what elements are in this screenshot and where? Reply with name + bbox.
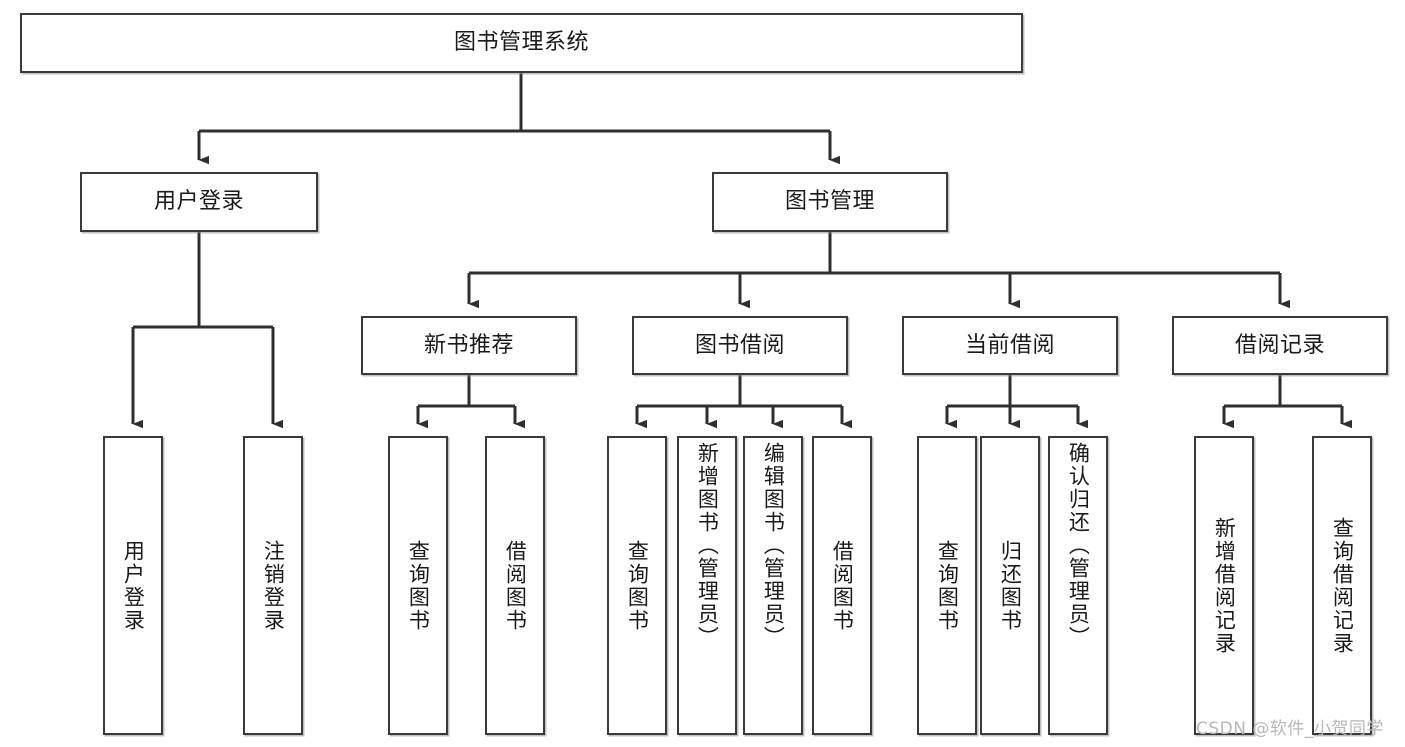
node-leaf-user-login[interactable]: 用户登录 bbox=[103, 436, 163, 735]
node-leaf-return-book-label: 归还图书 bbox=[998, 539, 1023, 632]
node-current-borrow[interactable]: 当前借阅 bbox=[902, 316, 1118, 375]
node-leaf-return-book[interactable]: 归还图书 bbox=[980, 436, 1040, 735]
node-leaf-query-book-rec[interactable]: 查询图书 bbox=[388, 436, 448, 735]
node-leaf-query-book-bb[interactable]: 查询图书 bbox=[607, 436, 667, 735]
node-leaf-add-record-label: 新增借阅记录 bbox=[1212, 516, 1237, 655]
node-borrow-record-label: 借阅记录 bbox=[1234, 332, 1325, 358]
node-borrow-record[interactable]: 借阅记录 bbox=[1172, 316, 1388, 375]
csdn-watermark: CSDN @软件_小贺同学 bbox=[1196, 719, 1384, 739]
node-leaf-add-book-label: 新增图书（管理员） bbox=[695, 442, 720, 649]
node-book-manage-label: 图书管理 bbox=[784, 189, 875, 215]
node-root[interactable]: 图书管理系统 bbox=[20, 13, 1023, 73]
node-leaf-confirm-return[interactable]: 确认归还（管理员） bbox=[1048, 436, 1108, 735]
node-leaf-borrow-book-bb-label: 借阅图书 bbox=[830, 539, 855, 632]
node-leaf-borrow-book-rec-label: 借阅图书 bbox=[503, 539, 528, 632]
edge-group-root bbox=[197, 73, 840, 165]
edge-group-book-borrow bbox=[635, 375, 852, 429]
node-leaf-user-login-label: 用户登录 bbox=[121, 539, 146, 632]
edge-group-user-login bbox=[131, 232, 283, 429]
node-user-login-label: 用户登录 bbox=[153, 189, 244, 215]
node-leaf-query-book-bb-label: 查询图书 bbox=[625, 539, 650, 632]
edge-group-borrow-record bbox=[1222, 375, 1352, 429]
node-leaf-logout[interactable]: 注销登录 bbox=[243, 436, 303, 735]
node-leaf-borrow-book-bb[interactable]: 借阅图书 bbox=[812, 436, 872, 735]
node-leaf-query-record[interactable]: 查询借阅记录 bbox=[1312, 436, 1372, 735]
node-book-borrow[interactable]: 图书借阅 bbox=[632, 316, 848, 375]
node-leaf-edit-book-label: 编辑图书（管理员） bbox=[761, 442, 786, 649]
node-leaf-confirm-return-label: 确认归还（管理员） bbox=[1066, 442, 1091, 649]
node-leaf-query-record-label: 查询借阅记录 bbox=[1330, 516, 1355, 655]
node-leaf-edit-book[interactable]: 编辑图书（管理员） bbox=[743, 436, 803, 735]
node-book-borrow-label: 图书借阅 bbox=[694, 332, 785, 358]
node-leaf-borrow-book-rec[interactable]: 借阅图书 bbox=[485, 436, 545, 735]
node-root-label: 图书管理系统 bbox=[453, 30, 589, 56]
edge-group-current-borrow bbox=[945, 375, 1088, 429]
node-leaf-query-book-cb-label: 查询图书 bbox=[935, 539, 960, 632]
node-current-borrow-label: 当前借阅 bbox=[964, 332, 1055, 358]
edge-group-new-book-rec bbox=[416, 375, 525, 429]
node-leaf-add-record[interactable]: 新增借阅记录 bbox=[1194, 436, 1254, 735]
node-leaf-query-book-rec-label: 查询图书 bbox=[406, 539, 431, 632]
node-leaf-query-book-cb[interactable]: 查询图书 bbox=[917, 436, 977, 735]
node-user-login[interactable]: 用户登录 bbox=[80, 172, 318, 232]
edge-group-book-manage bbox=[467, 232, 1290, 309]
node-book-manage[interactable]: 图书管理 bbox=[712, 172, 948, 232]
node-leaf-add-book[interactable]: 新增图书（管理员） bbox=[677, 436, 737, 735]
node-new-book-rec[interactable]: 新书推荐 bbox=[361, 316, 577, 375]
node-leaf-logout-label: 注销登录 bbox=[261, 539, 286, 632]
node-new-book-rec-label: 新书推荐 bbox=[423, 332, 514, 358]
